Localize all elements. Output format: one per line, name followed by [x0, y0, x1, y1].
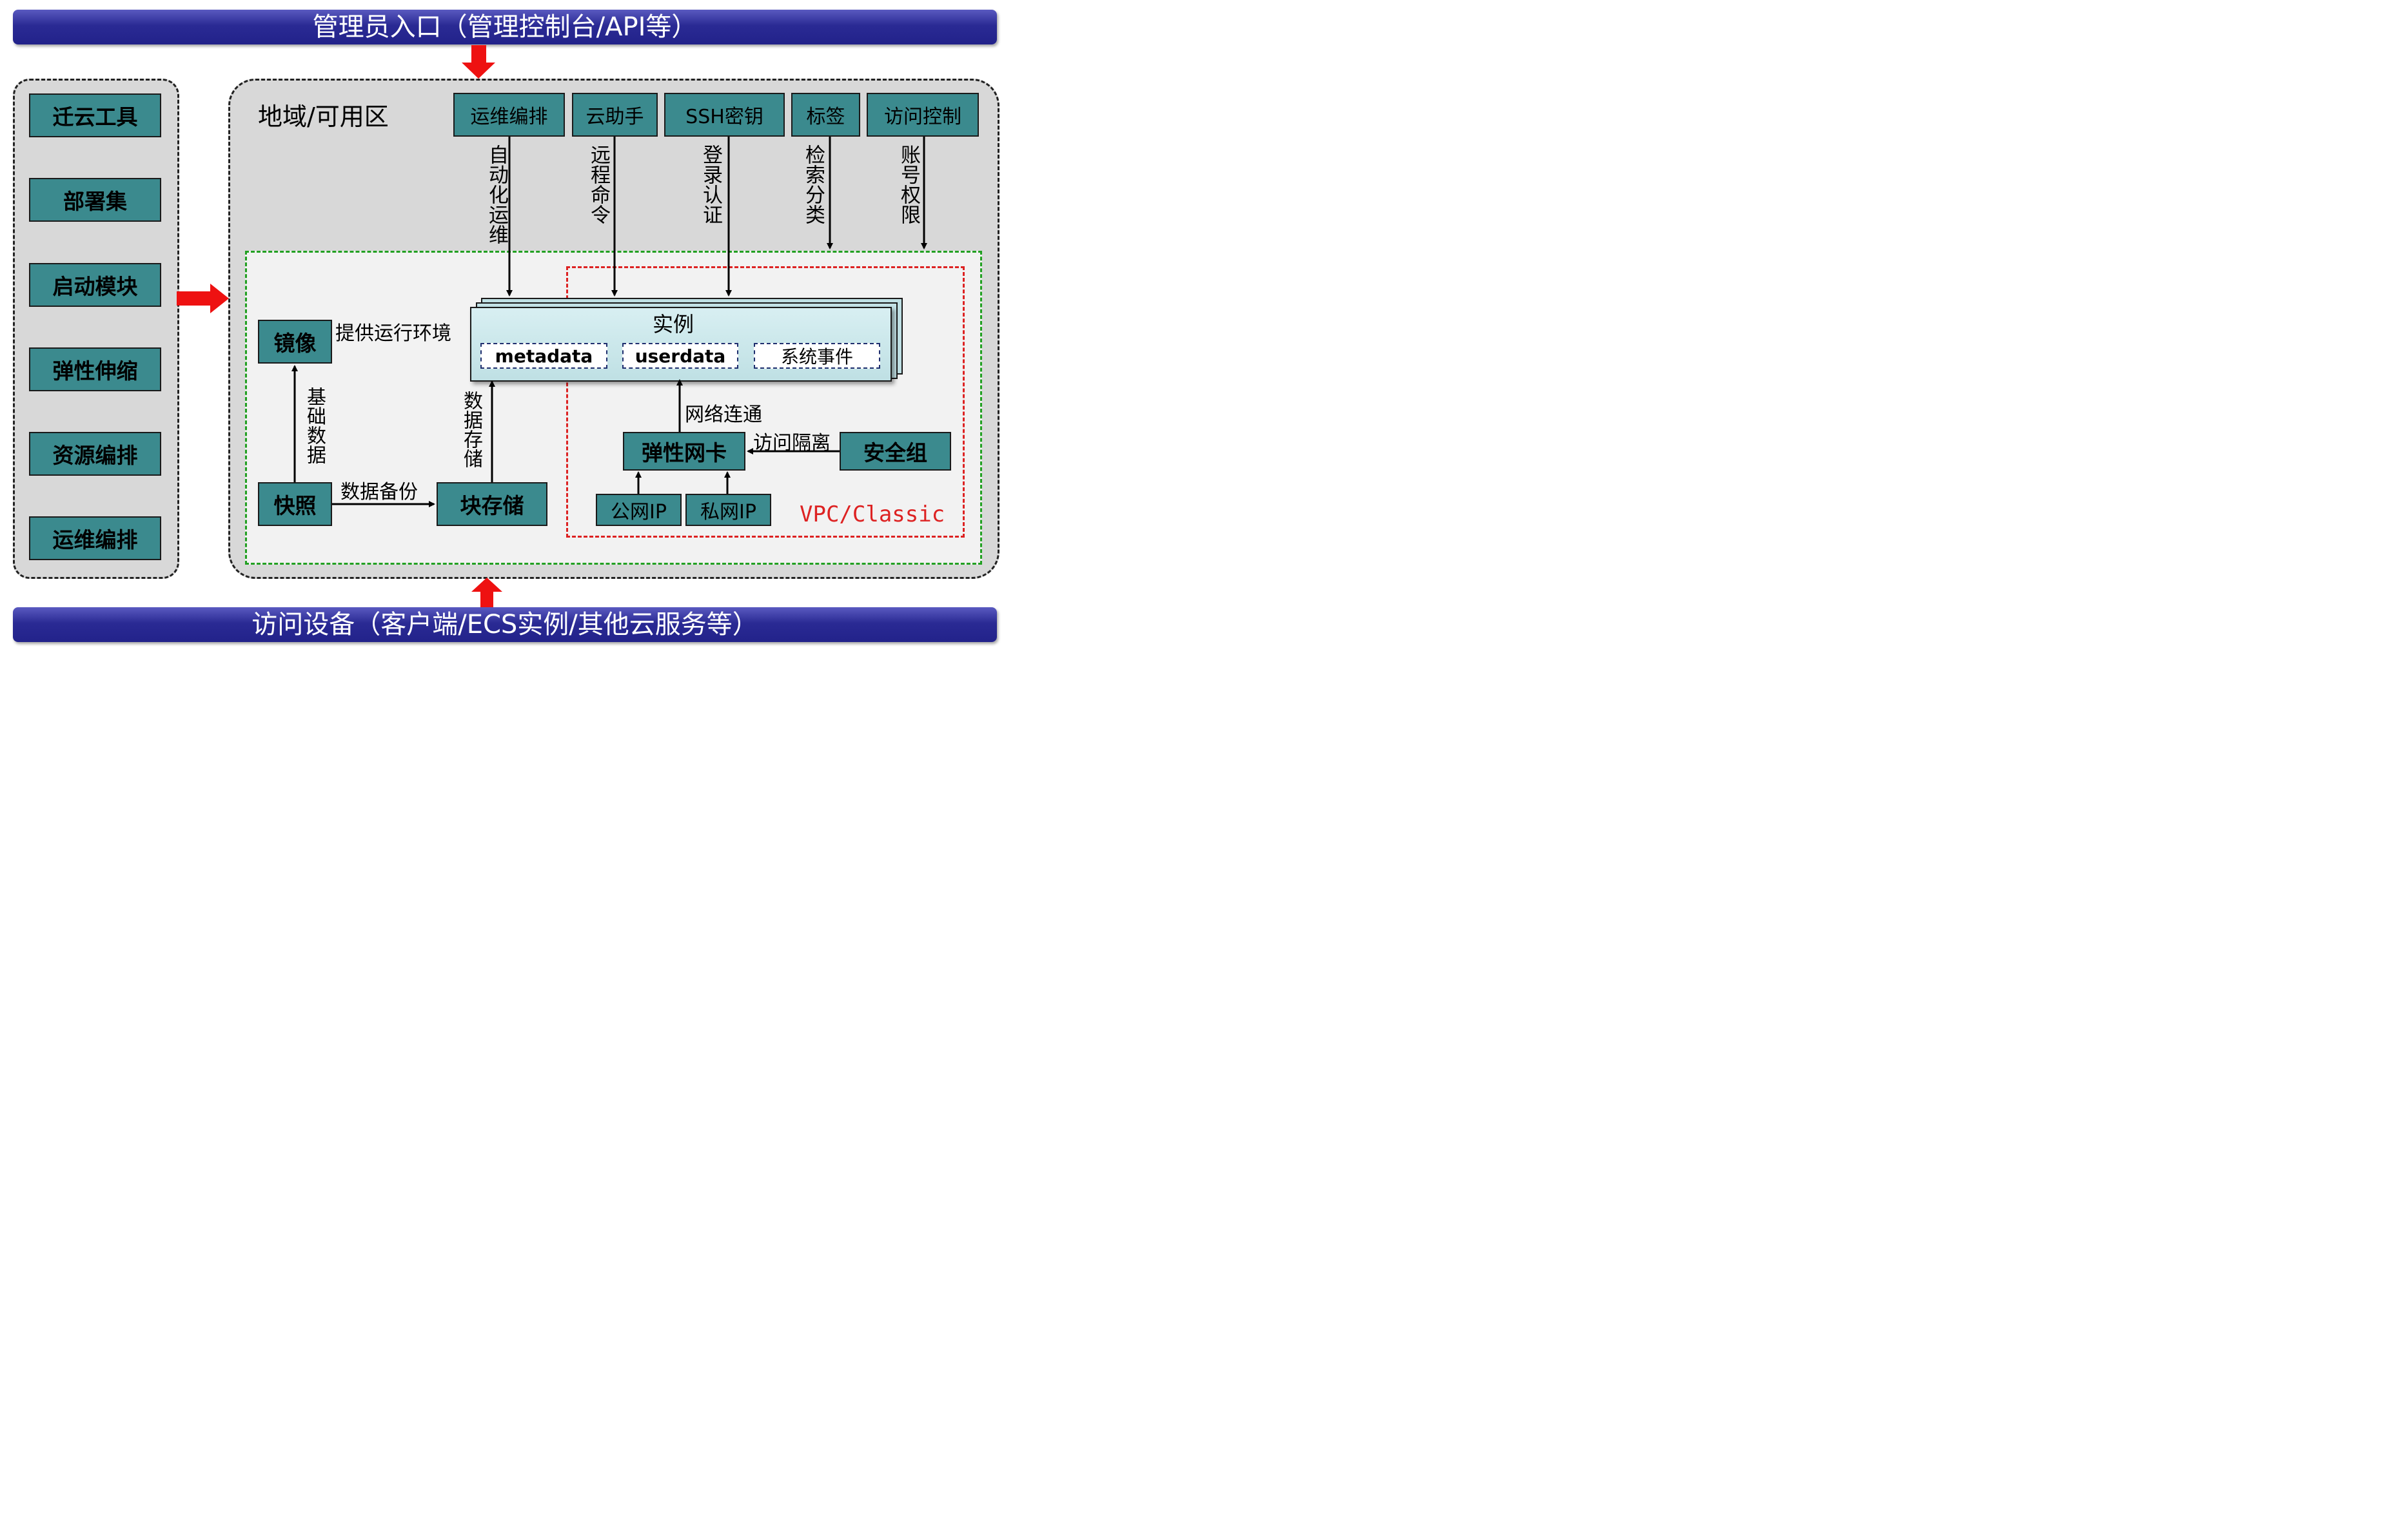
data-backup-label: 数据备份	[340, 481, 418, 503]
red-arrow-down	[462, 45, 495, 79]
tag-metadata: metadata	[480, 343, 607, 369]
block-storage-box-label: 块存储	[460, 493, 524, 518]
tool-migration: 迁云工具	[29, 93, 161, 137]
security-group-box: 安全组	[840, 432, 951, 471]
access-devices-label: 访问设备（客户端/ECS实例/其他云服务等）	[251, 610, 758, 639]
tool-deployment-set: 部署集	[29, 178, 161, 222]
tag-system-events-label: 系统事件	[780, 346, 853, 367]
private-ip-box-label: 私网IP	[700, 501, 756, 523]
service-ssh-key-label: SSH密钥	[685, 106, 763, 128]
instance-title: 实例	[653, 312, 694, 336]
provide-env-label: 提供运行环境	[335, 322, 451, 345]
red-arrow-up	[471, 578, 502, 607]
service-cloud-assistant-label: 云助手	[586, 106, 644, 128]
link-label-automation: 自动化运维	[485, 144, 508, 244]
eni-box: 弹性网卡	[623, 432, 745, 471]
service-access-control: 访问控制	[867, 93, 979, 137]
base-data-label: 基础数据	[303, 387, 326, 464]
tool-auto-scaling: 弹性伸缩	[29, 347, 161, 391]
service-tags: 标签	[791, 93, 860, 137]
service-ssh-key: SSH密钥	[664, 93, 785, 137]
public-ip-box-label: 公网IP	[611, 501, 667, 523]
vpc-box	[566, 266, 965, 538]
image-box-label: 镜像	[273, 331, 317, 356]
service-cloud-assistant: 云助手	[572, 93, 658, 137]
security-group-box-label: 安全组	[863, 440, 927, 465]
snapshot-box-label: 快照	[273, 493, 317, 518]
tag-userdata-label: userdata	[635, 345, 726, 367]
region-title: 地域/可用区	[258, 102, 389, 131]
link-label-login-auth: 登录认证	[699, 144, 722, 224]
eni-box-label: 弹性网卡	[642, 440, 727, 465]
service-access-control-label: 访问控制	[884, 106, 961, 128]
tag-metadata-label: metadata	[495, 345, 593, 367]
red-arrow-right	[177, 284, 229, 313]
private-ip-box: 私网IP	[685, 494, 771, 526]
service-ops-orchestration: 运维编排	[453, 93, 565, 137]
tool-resource-orchestration-label: 资源编排	[52, 443, 138, 468]
tool-auto-scaling-label: 弹性伸缩	[52, 358, 138, 384]
public-ip-box: 公网IP	[596, 494, 682, 526]
vpc-label: VPC/Classic	[800, 502, 945, 527]
tag-system-events: 系统事件	[754, 343, 880, 369]
service-ops-orchestration-label: 运维编排	[470, 106, 548, 128]
tool-ops-orchestration-label: 运维编排	[52, 527, 138, 552]
left-tools-panel	[13, 79, 179, 579]
tool-launch-template-label: 启动模块	[52, 274, 138, 299]
tool-launch-template: 启动模块	[29, 263, 161, 307]
link-label-search-classify: 检索分类	[802, 144, 825, 224]
access-devices-bar: 访问设备（客户端/ECS实例/其他云服务等）	[13, 607, 997, 642]
admin-entry-bar: 管理员入口（管理控制台/API等）	[13, 10, 997, 44]
tag-userdata: userdata	[622, 343, 738, 369]
connector-arrows	[177, 45, 927, 607]
network-connect-label: 网络连通	[685, 404, 762, 426]
admin-entry-label: 管理员入口（管理控制台/API等）	[312, 12, 698, 42]
service-tags-label: 标签	[806, 106, 845, 128]
tool-resource-orchestration: 资源编排	[29, 432, 161, 476]
tool-migration-label: 迁云工具	[52, 104, 138, 130]
block-storage-box: 块存储	[437, 482, 547, 526]
data-storage-label: 数据存储	[460, 391, 482, 468]
snapshot-box: 快照	[258, 482, 332, 526]
tool-deployment-set-label: 部署集	[63, 189, 127, 214]
tool-ops-orchestration: 运维编排	[29, 516, 161, 560]
link-label-account-permission: 账号权限	[897, 144, 920, 224]
image-box: 镜像	[258, 320, 332, 364]
link-label-remote-command: 远程命令	[587, 144, 610, 224]
